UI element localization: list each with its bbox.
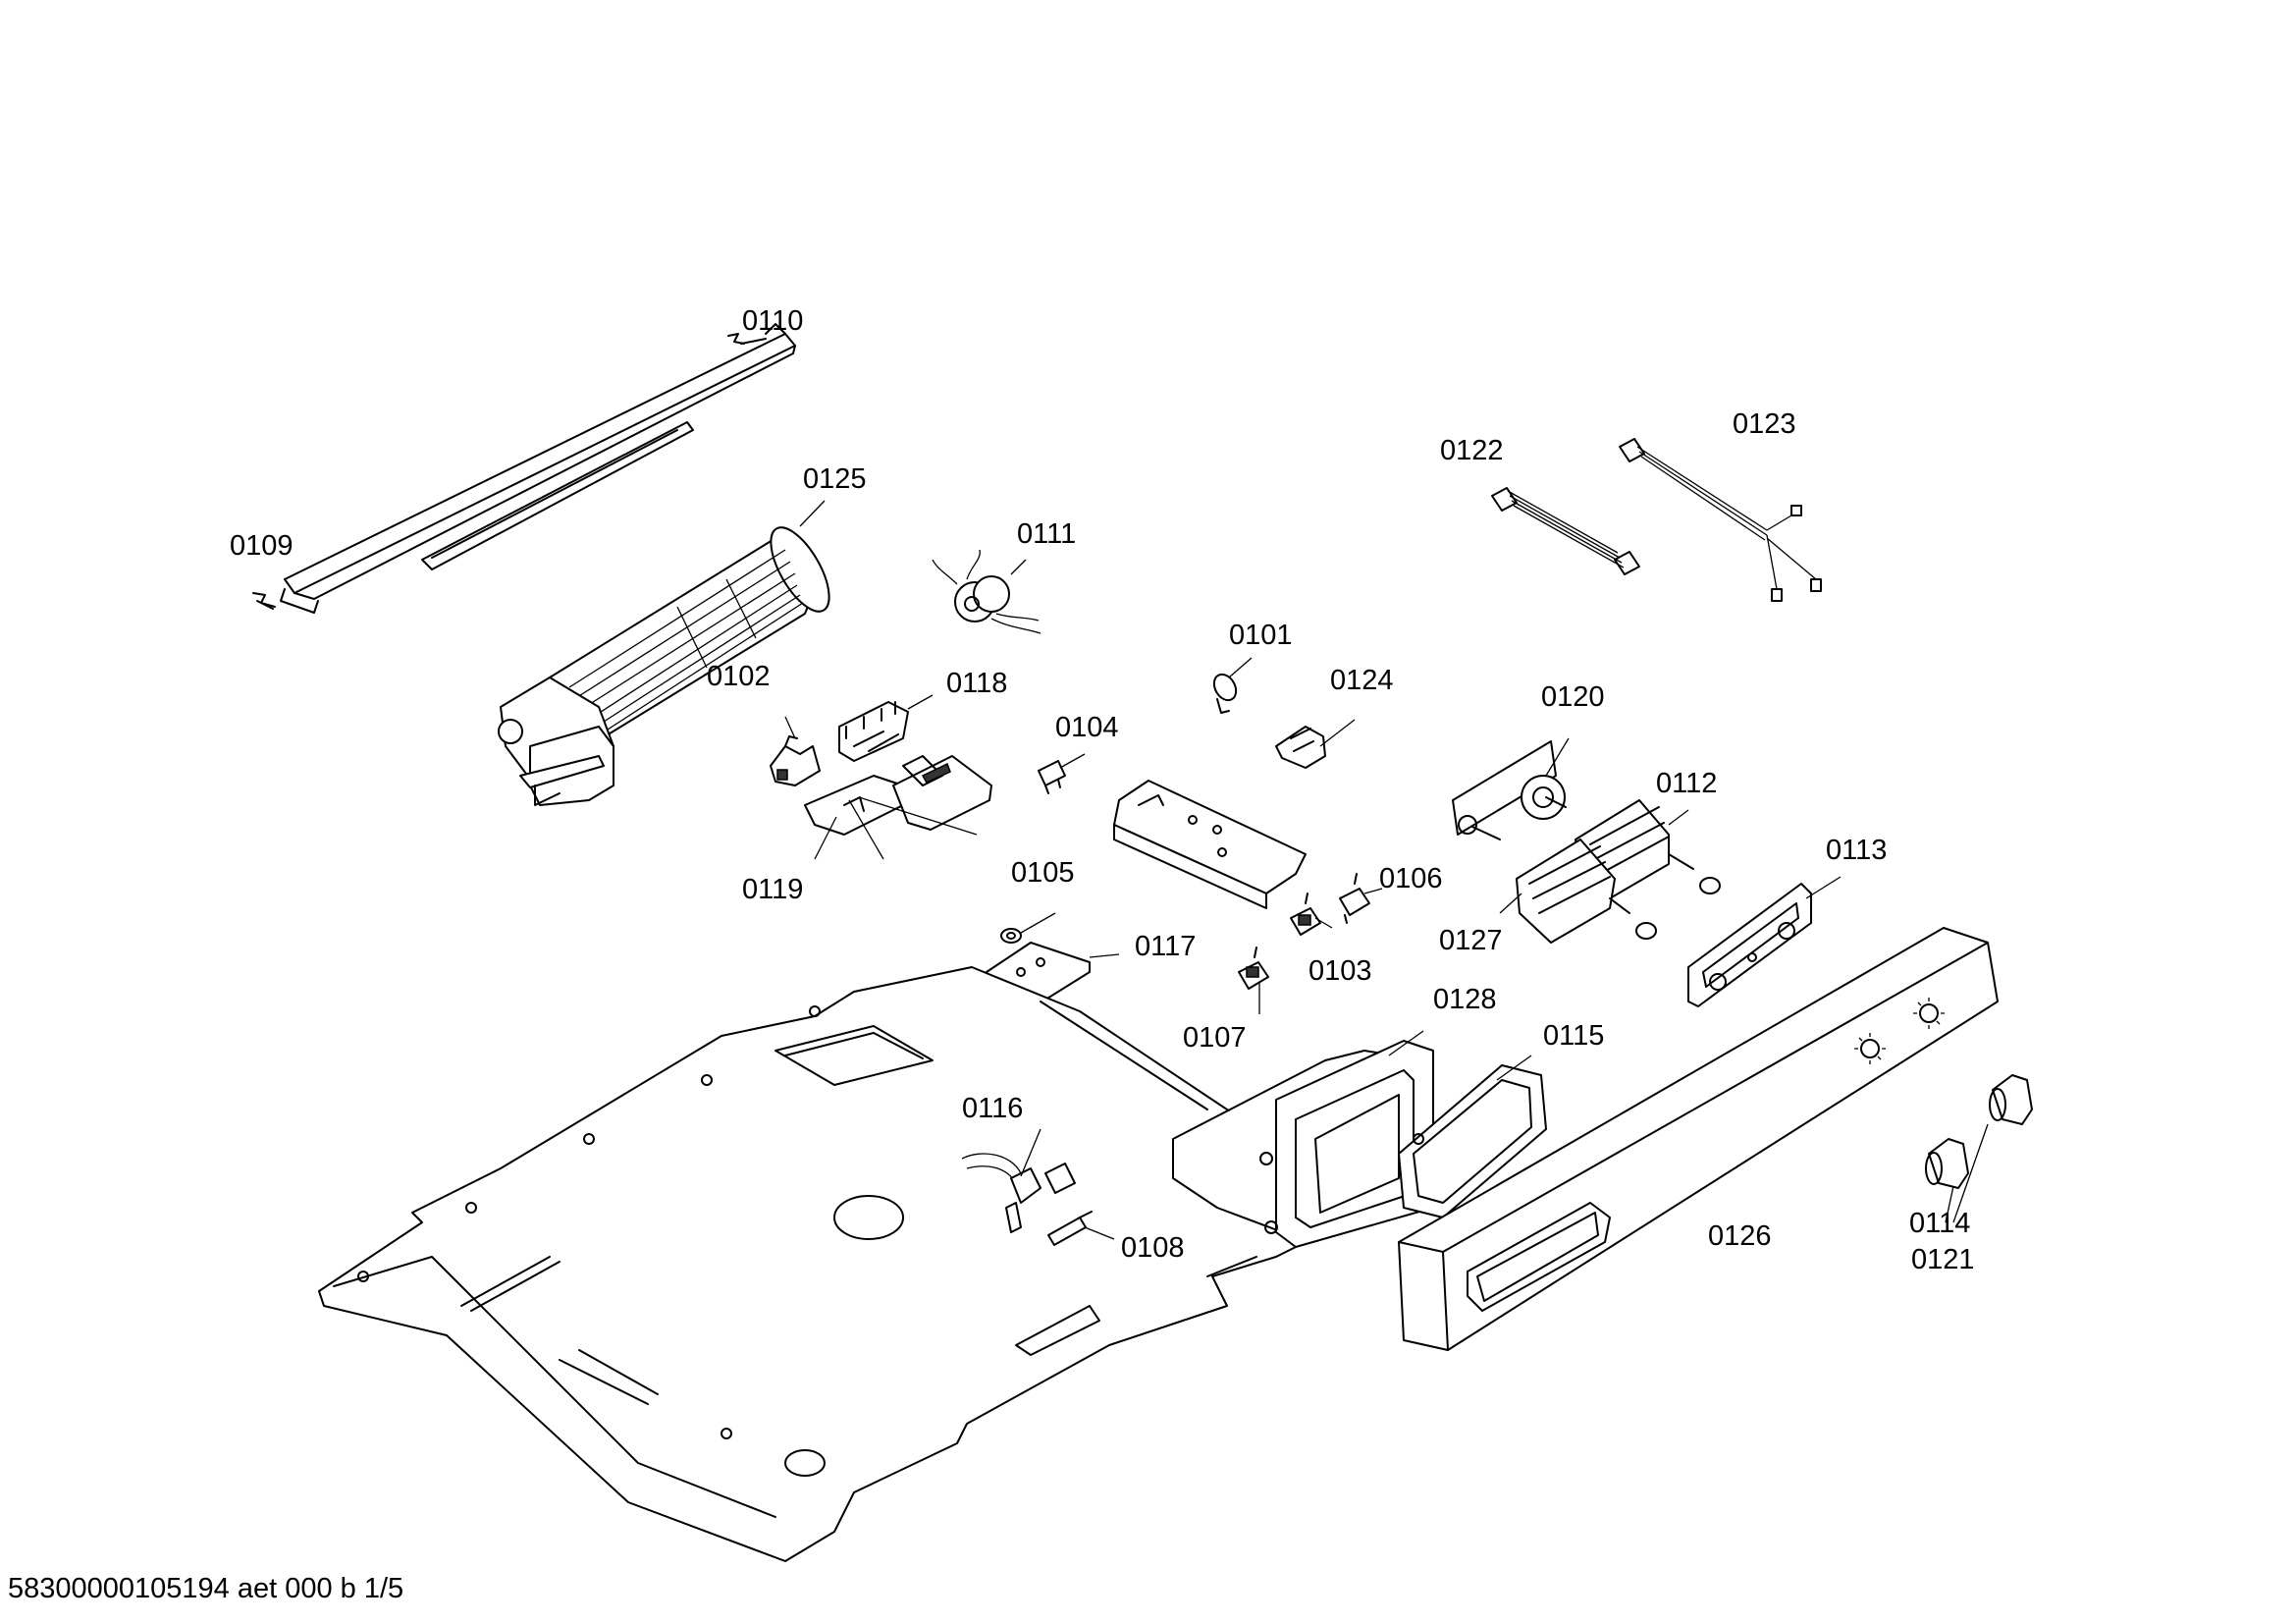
sensor <box>961 1153 1076 1233</box>
thermostat <box>1452 740 1567 840</box>
label-0119: 0119 <box>742 874 803 905</box>
label-0120: 0120 <box>1541 681 1605 713</box>
terminal-block <box>838 701 909 762</box>
label-0101: 0101 <box>1229 620 1293 651</box>
label-0121: 0121 <box>1911 1244 1975 1275</box>
label-0113: 0113 <box>1826 835 1887 866</box>
switch-0106 <box>1339 873 1370 924</box>
label-0125: 0125 <box>803 463 867 495</box>
control-panel-bracket <box>1687 883 1812 1007</box>
label-0107: 0107 <box>1183 1022 1247 1054</box>
label-0118: 0118 <box>946 668 1007 699</box>
tangential-fan <box>498 526 830 806</box>
label-0111: 0111 <box>1017 518 1076 550</box>
door-switch <box>770 735 821 786</box>
knob-right <box>1989 1074 2033 1125</box>
label-0108: 0108 <box>1121 1232 1185 1264</box>
part-labels: 0110 0109 0125 0111 0102 0118 0104 0101 … <box>230 305 1975 1275</box>
motor <box>932 549 1041 634</box>
knob-left <box>1925 1138 1969 1189</box>
top-rail <box>280 323 796 614</box>
label-0102: 0102 <box>707 661 771 692</box>
label-0123: 0123 <box>1733 408 1796 440</box>
base-plate <box>318 966 1395 1562</box>
leader-lines <box>784 500 1989 1240</box>
label-0127: 0127 <box>1439 925 1503 956</box>
lamp-frame <box>1398 1064 1547 1218</box>
nut <box>1000 928 1022 944</box>
resistor-bracket <box>804 755 992 836</box>
label-0115: 0115 <box>1543 1020 1604 1052</box>
label-0117: 0117 <box>1135 931 1196 962</box>
label-0116: 0116 <box>962 1093 1023 1124</box>
lamp-housing <box>1172 1040 1434 1248</box>
switch-0103 <box>1290 893 1321 936</box>
holder <box>1275 726 1326 769</box>
selector-switch-lower <box>1516 839 1657 944</box>
switch-0107 <box>1238 947 1269 990</box>
label-0126: 0126 <box>1708 1220 1772 1252</box>
label-0124: 0124 <box>1330 665 1394 696</box>
wire-harness-0123 <box>1619 438 1822 602</box>
rail-clip-left <box>252 592 276 610</box>
label-0114: 0114 <box>1909 1208 1970 1239</box>
front-panel <box>1398 927 1999 1351</box>
label-0128: 0128 <box>1433 984 1497 1015</box>
control-module <box>1113 780 1307 909</box>
wire-harness-0122 <box>1491 487 1640 575</box>
label-0104: 0104 <box>1055 712 1119 743</box>
label-0109: 0109 <box>230 530 294 562</box>
label-0122: 0122 <box>1440 435 1504 466</box>
rail-clip-right <box>727 333 745 345</box>
micro-switch <box>1038 760 1066 794</box>
label-0105: 0105 <box>1011 857 1075 889</box>
label-0103: 0103 <box>1308 955 1372 987</box>
label-0112: 0112 <box>1656 768 1717 799</box>
document-reference: 58300000105194 aet 000 b 1/5 <box>8 1573 404 1604</box>
label-0110: 0110 <box>742 305 803 337</box>
label-0106: 0106 <box>1379 863 1443 894</box>
cable-clip <box>1212 673 1238 714</box>
